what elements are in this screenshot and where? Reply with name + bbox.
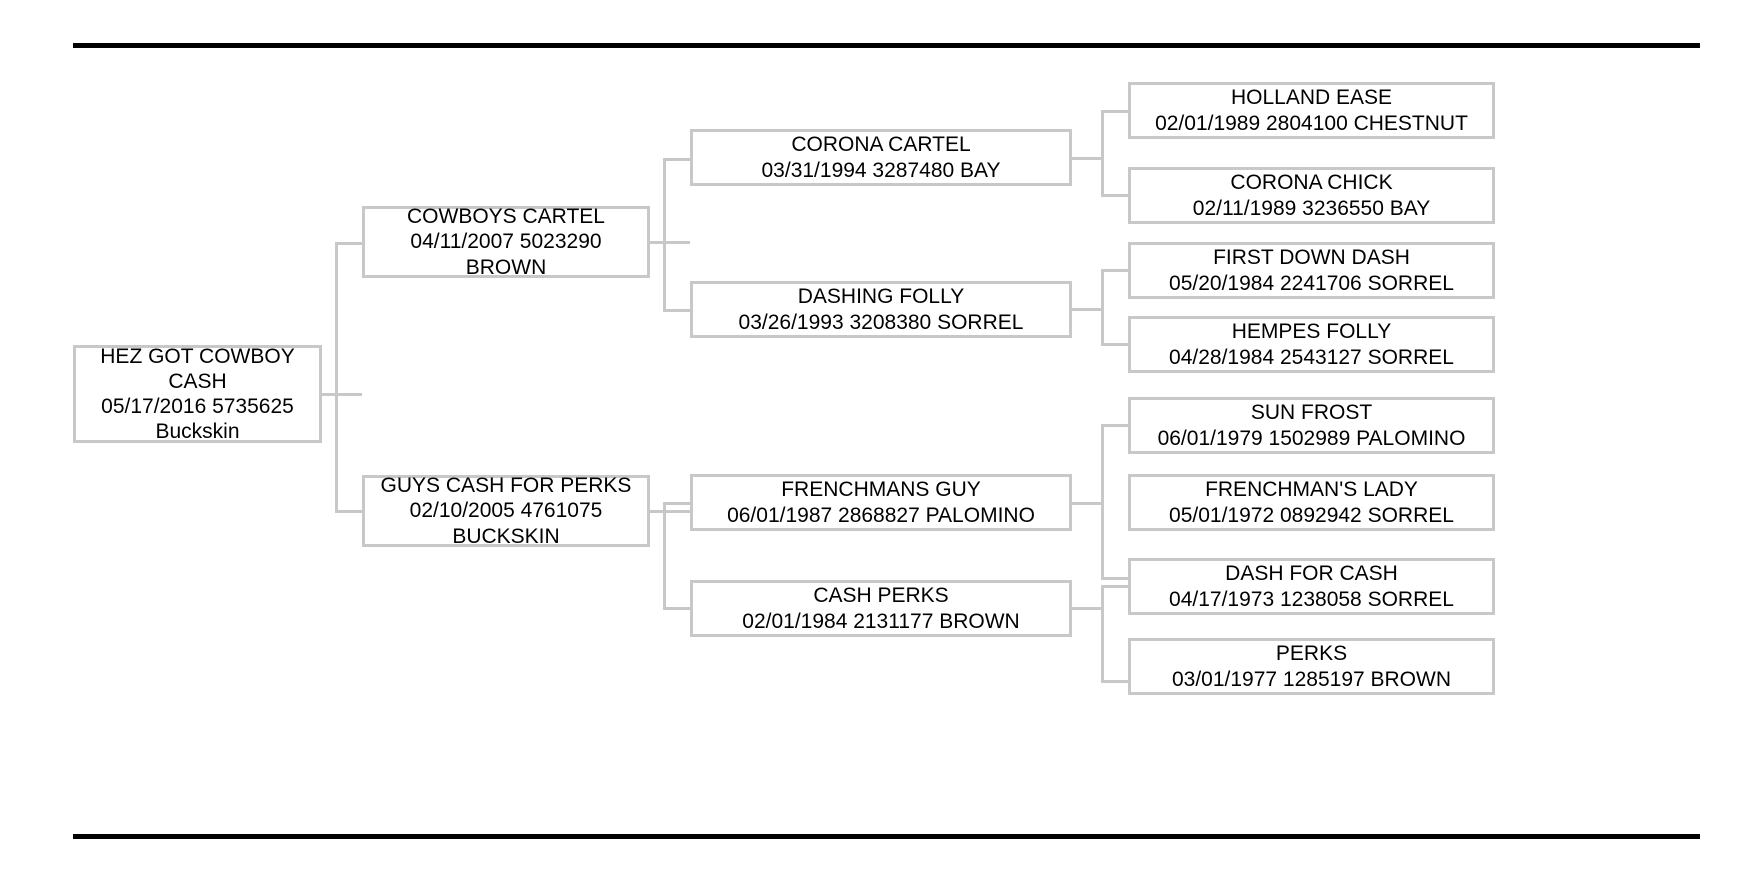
connector-cowboys-cartel-stub [650, 241, 690, 244]
node-details: 03/01/1977 1285197 BROWN [1171, 667, 1452, 691]
node-name: FRENCHMANS GUY [781, 478, 981, 502]
node-details: 05/01/1972 0892942 SORREL [1169, 503, 1454, 527]
connector-frenchmans-guy-to-sun-frost [1101, 424, 1128, 427]
top-divider-rule [73, 43, 1700, 48]
connector-cash-perks-stub [1072, 607, 1104, 610]
node-details: 02/01/1984 2131177 BROWN [742, 609, 1020, 633]
node-details: 05/20/1984 2241706 SORREL [1169, 271, 1454, 295]
node-name: PERKS [1275, 642, 1348, 666]
pedigree-node-gen4-5[interactable]: SUN FROST 06/01/1979 1502989 PALOMINO [1128, 397, 1495, 454]
connector-dashing-folly-to-first-down-dash [1101, 269, 1128, 272]
pedigree-node-gen4-3[interactable]: FIRST DOWN DASH 05/20/1984 2241706 SORRE… [1128, 242, 1495, 299]
connector-root-stub [322, 393, 362, 396]
node-name: DASH FOR CASH [1225, 562, 1398, 586]
pedigree-node-gen4-2[interactable]: CORONA CHICK 02/11/1989 3236550 BAY [1128, 167, 1495, 224]
pedigree-node-subject[interactable]: HEZ GOT COWBOY CASH 05/17/2016 5735625 B… [73, 345, 322, 443]
node-details: 04/17/1973 1238058 SORREL [1169, 587, 1454, 611]
node-name: CASH PERKS [813, 584, 949, 608]
connector-dashing-folly-stub [1072, 308, 1104, 311]
node-name: COWBOYS CARTEL [407, 205, 605, 229]
pedigree-node-gen3-3[interactable]: FRENCHMANS GUY 06/01/1987 2868827 PALOMI… [690, 474, 1072, 531]
pedigree-node-gen4-4[interactable]: HEMPES FOLLY 04/28/1984 2543127 SORREL [1128, 316, 1495, 373]
connector-cowboys-cartel-to-dashing-folly [663, 309, 690, 312]
connector-cash-perks-to-perks [1101, 680, 1128, 683]
pedigree-node-dam[interactable]: GUYS CASH FOR PERKS 02/10/2005 4761075 B… [362, 474, 650, 548]
node-details: 03/31/1994 3287480 BAY [761, 158, 1001, 182]
node-name: FRENCHMAN'S LADY [1205, 478, 1418, 502]
node-name: HEZ GOT COWBOY CASH [100, 344, 295, 393]
node-details: 04/11/2007 5023290 [410, 230, 602, 254]
connector-corona-cartel-to-corona-chick [1101, 194, 1128, 197]
pedigree-node-gen4-7[interactable]: DASH FOR CASH 04/17/1973 1238058 SORREL [1128, 558, 1495, 615]
node-name: SUN FROST [1250, 401, 1373, 425]
node-color: BUCKSKIN [452, 524, 560, 548]
node-name: CORONA CHICK [1230, 171, 1393, 195]
pedigree-node-gen4-8[interactable]: PERKS 03/01/1977 1285197 BROWN [1128, 638, 1495, 695]
pedigree-node-sire[interactable]: COWBOYS CARTEL 04/11/2007 5023290 BROWN [362, 205, 650, 279]
node-name: HOLLAND EASE [1230, 86, 1393, 110]
connector-frenchmans-guy-spine [1101, 424, 1104, 580]
pedigree-node-gen3-1[interactable]: CORONA CARTEL 03/31/1994 3287480 BAY [690, 129, 1072, 186]
node-details: 05/17/2016 5735625 [101, 395, 294, 418]
node-name: GUYS CASH FOR PERKS [380, 474, 632, 498]
connector-dashing-folly-spine [1101, 269, 1104, 346]
node-details: 04/28/1984 2543127 SORREL [1169, 345, 1454, 369]
bottom-divider-rule [73, 834, 1700, 839]
pedigree-node-gen3-2[interactable]: DASHING FOLLY 03/26/1993 3208380 SORREL [690, 281, 1072, 338]
node-details: 03/26/1993 3208380 SORREL [738, 310, 1024, 334]
connector-guys-cash-to-cash-perks [663, 607, 690, 610]
connector-root-spine [335, 242, 338, 512]
connector-cash-perks-spine [1101, 585, 1104, 683]
node-details: 02/10/2005 4761075 [409, 499, 603, 523]
connector-guys-cash-stub [650, 510, 690, 513]
connector-root-to-guys-cash [335, 510, 362, 513]
node-color: Buckskin [155, 420, 240, 444]
node-name: DASHING FOLLY [797, 285, 965, 309]
node-color: BROWN [465, 255, 547, 279]
node-name: FIRST DOWN DASH [1213, 246, 1410, 270]
pedigree-node-gen4-6[interactable]: FRENCHMAN'S LADY 05/01/1972 0892942 SORR… [1128, 474, 1495, 531]
node-name: HEMPES FOLLY [1231, 320, 1392, 344]
node-details: 02/01/1989 2804100 CHESTNUT [1155, 111, 1468, 135]
connector-cash-perks-to-dash-for-cash [1101, 585, 1128, 588]
node-details: 06/01/1979 1502989 PALOMINO [1157, 426, 1466, 450]
connector-dashing-folly-to-hempes-folly [1101, 343, 1128, 346]
connector-corona-cartel-to-holland-ease [1101, 110, 1128, 113]
node-details: 06/01/1987 2868827 PALOMINO [727, 503, 1035, 527]
connector-frenchmans-guy-to-frenchmans-lady [1101, 577, 1128, 580]
connector-root-to-cowboys-cartel [335, 242, 362, 245]
connector-cowboys-cartel-to-corona-cartel [663, 158, 690, 161]
pedigree-node-gen3-4[interactable]: CASH PERKS 02/01/1984 2131177 BROWN [690, 580, 1072, 637]
connector-guys-cash-to-frenchmans-guy [663, 502, 690, 505]
pedigree-node-gen4-1[interactable]: HOLLAND EASE 02/01/1989 2804100 CHESTNUT [1128, 82, 1495, 139]
connector-corona-cartel-stub [1072, 157, 1104, 160]
connector-guys-cash-spine [663, 502, 666, 610]
node-name: CORONA CARTEL [791, 133, 971, 157]
node-details: 02/11/1989 3236550 BAY [1192, 196, 1431, 220]
connector-frenchmans-guy-stub [1072, 502, 1104, 505]
connector-corona-cartel-spine [1101, 110, 1104, 197]
connector-cowboys-cartel-spine [663, 158, 666, 310]
